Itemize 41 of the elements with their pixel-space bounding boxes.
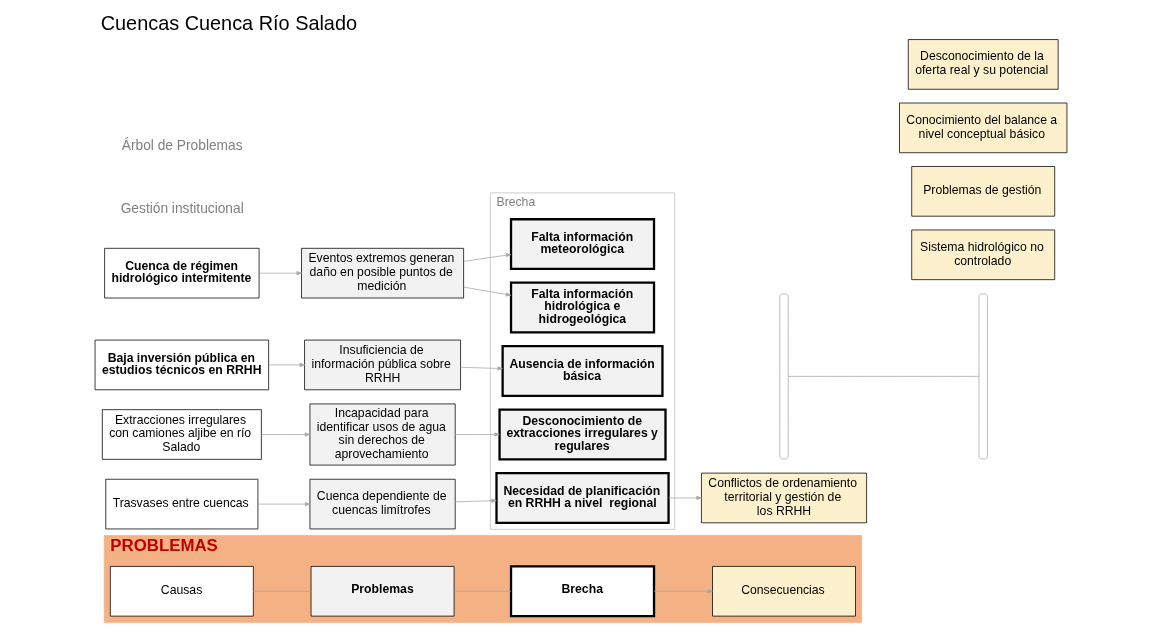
node-box: Sistema hidrológico no controlado <box>911 229 1056 281</box>
arrow <box>653 589 713 594</box>
arrow <box>261 432 311 437</box>
arrow <box>258 271 302 276</box>
connector <box>253 590 312 592</box>
node-box: Cuenca dependiente de cuencas limítrofes <box>309 478 456 530</box>
node-box: Problemas de gestión <box>911 166 1056 217</box>
node-box: Desconocimiento de la oferta real y su potencial <box>907 39 1059 90</box>
node-box: Problemas <box>310 566 455 617</box>
node-box: Conflictos de ordenamiento territorial y gestión de los RRHH <box>701 472 867 524</box>
arrow <box>460 366 503 371</box>
node-box: Necesidad de planificación en RRHH a nivel regional <box>495 471 670 524</box>
arrow <box>454 432 500 437</box>
node-box: Brecha <box>509 565 656 618</box>
connector <box>453 590 512 592</box>
node-box: Ausencia de información básica <box>501 345 664 398</box>
node-bracket <box>779 293 789 460</box>
node-box: Cuenca de régimen hidrológico intermitente <box>104 247 260 299</box>
arrow <box>463 286 512 297</box>
node-box: Conocimiento del balance a nivel conceptual básico <box>899 102 1068 154</box>
label: Gestión institucional <box>120 201 244 217</box>
arrow <box>257 502 311 507</box>
node-box: Trasvases entre cuencas <box>105 478 259 530</box>
node-bracket <box>978 293 988 460</box>
node-box: Eventos extremos generan daño en posible puntos de medición <box>301 247 464 299</box>
node-box: Incapacidad para identificar usos de agua sin derechos de aprovechamiento <box>309 403 456 466</box>
node-box: Extracciones irregulares con camiones aljibe en río Salado <box>101 409 262 460</box>
node-box: Desconocimiento de extracciones irregulares y regulares <box>498 408 667 461</box>
arrow <box>463 253 512 262</box>
diagram-title: Cuencas Cuenca Río Salado <box>100 12 358 35</box>
node-box: Insuficiencia de información pública sobre RRHH <box>304 339 461 391</box>
node-box: Falta información meteorológica <box>509 218 656 271</box>
node-box: Consecuencias <box>712 566 856 617</box>
node-box: Falta información hidrológica e hidrogeológica <box>509 281 656 334</box>
connector <box>788 376 980 377</box>
node-box: Causas <box>109 566 254 617</box>
arrow <box>454 498 497 503</box>
arrow <box>268 362 305 367</box>
label: Árbol de Problemas <box>121 137 243 153</box>
arrow <box>668 496 702 500</box>
node-box: Baja inversión pública en estudios técnicos en RRHH <box>94 339 269 391</box>
